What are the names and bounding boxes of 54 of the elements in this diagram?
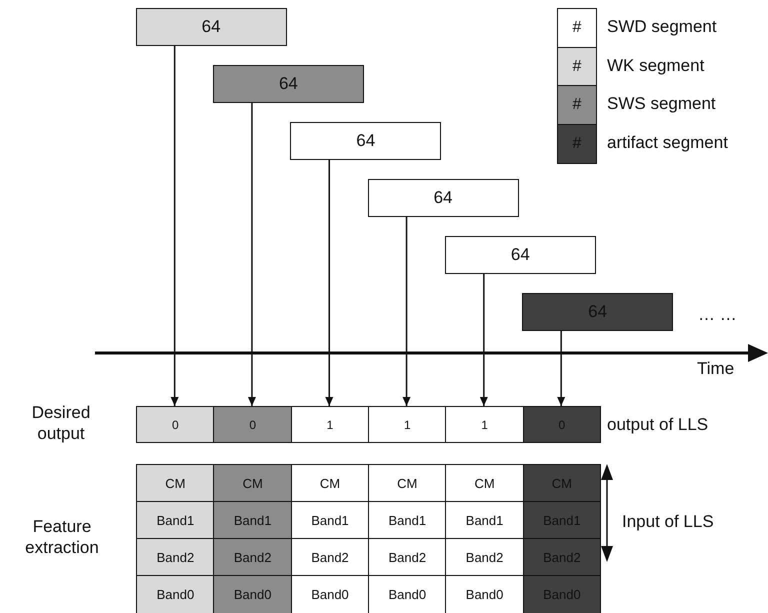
axis-label: Time xyxy=(697,358,734,380)
segment-value: 64 xyxy=(278,74,298,94)
row-label: Feature extraction xyxy=(24,516,100,558)
segment-value: 64 xyxy=(510,245,530,265)
arrow xyxy=(248,103,256,406)
table-cell: Band2 xyxy=(213,538,292,576)
arrow xyxy=(325,160,334,406)
row-label: output of LLS xyxy=(607,414,708,436)
arrow xyxy=(480,274,488,406)
output-cell xyxy=(213,406,292,443)
legend-swatch: # xyxy=(557,8,597,48)
table-cell: CM xyxy=(445,464,524,502)
segment-value: 1 xyxy=(326,418,334,432)
output-cell xyxy=(522,406,602,443)
table-cell: Band1 xyxy=(136,501,215,540)
arrow xyxy=(170,46,179,406)
output-cell xyxy=(136,406,215,443)
segment-box xyxy=(444,236,596,274)
arrow xyxy=(557,331,566,406)
legend-label: SWS segment xyxy=(607,94,716,114)
table-cell: CM xyxy=(213,464,292,502)
legend-label: WK segment xyxy=(607,56,704,76)
row-label: Desired output xyxy=(30,402,92,444)
output-cell xyxy=(445,406,524,443)
output-cell xyxy=(290,406,370,443)
table-cell: Band0 xyxy=(445,575,524,613)
table-cell: Band1 xyxy=(213,501,292,540)
segment-box xyxy=(368,179,519,217)
legend-label: SWD segment xyxy=(607,17,717,37)
table-cell: Band2 xyxy=(445,538,524,576)
legend-swatch: # xyxy=(557,85,597,125)
legend-label: artifact segment xyxy=(607,132,728,152)
legend-swatch: # xyxy=(557,46,597,86)
table-cell: Band2 xyxy=(136,538,215,576)
table-cell: Band0 xyxy=(213,575,292,613)
segment-value: 64 xyxy=(356,131,376,151)
segment-value: 1 xyxy=(481,418,488,432)
segment-value: 0 xyxy=(249,418,256,432)
segment-value: 64 xyxy=(434,188,452,208)
ellipsis-text: … … xyxy=(698,304,737,326)
arrow xyxy=(402,217,411,406)
side-label: Input of LLS xyxy=(622,511,714,532)
table-cell: CM xyxy=(136,464,215,502)
table-cell: Band0 xyxy=(136,575,215,613)
segment-value: 0 xyxy=(172,418,179,432)
segment-box xyxy=(212,65,364,103)
legend-swatch: # xyxy=(557,124,597,164)
segment-box xyxy=(136,8,287,46)
table-cell: Band1 xyxy=(445,501,524,540)
segment-value: 64 xyxy=(202,17,221,37)
segment-value: 1 xyxy=(404,418,411,432)
segment-box xyxy=(290,122,442,160)
output-cell xyxy=(368,406,447,443)
segment-box xyxy=(522,293,674,331)
